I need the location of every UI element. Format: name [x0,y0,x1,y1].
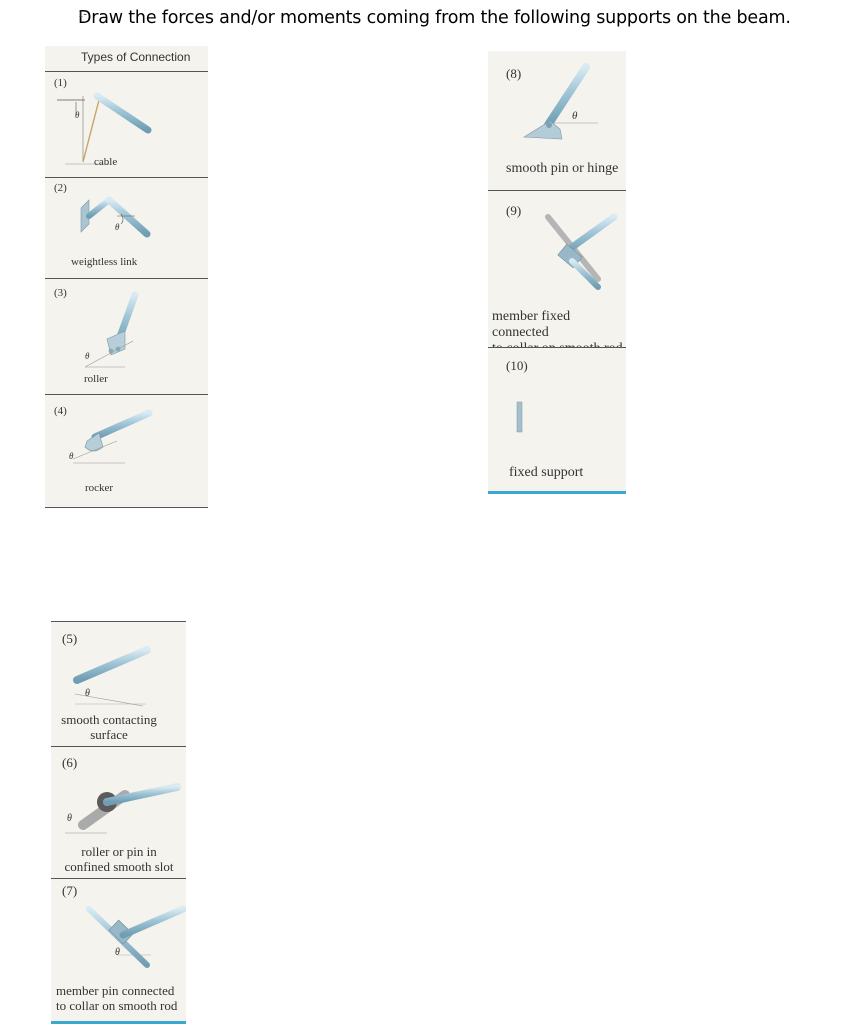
fixed-collar-illustration [545,213,618,290]
connection-number: (4) [54,405,67,417]
connection-caption: roller or pin in confined smooth slot [64,844,174,874]
connection-number: (5) [62,631,78,646]
smooth-pin-illustration [523,63,598,140]
connection-caption: rocker [85,482,114,494]
connection-number: (6) [62,755,78,770]
theta-label: θ [85,688,90,699]
connection-smooth-pin: (8) θ smooth pin or hinge [488,51,626,191]
connection-smooth-surface: (5) θ smooth contacting surface [51,622,186,747]
connection-fixed-support: (10) fixed support [488,348,626,494]
connection-confined-slot: (6) θ roller or pin in confined smooth s… [51,747,186,879]
theta-label: θ [67,813,72,824]
connection-caption: member fixed connected to collar on smoo… [492,309,623,347]
smooth-surface-illustration [73,646,151,707]
question-heading: 1-Draw the forces and/or moments coming … [78,8,791,28]
connection-caption: fixed support [509,465,584,480]
cable-illustration [57,92,152,165]
weightless-link-illustration [80,196,151,238]
connection-number: (2) [54,182,67,194]
roller-illustration [84,291,139,368]
theta-label: θ [115,222,120,232]
connection-fixed-collar: (9) member fixed connected to collar on … [488,191,626,348]
connection-panel-top-left: Types of Connection (1) θ cable (2) θ we… [45,46,208,508]
connection-number: (3) [54,287,67,299]
confined-slot-illustration [65,783,181,834]
connection-number: (9) [506,203,522,218]
connection-caption: cable [94,156,118,168]
connection-number: (8) [506,66,522,81]
connection-panel-bottom-left: (5) θ smooth contacting surface (6) θ ro… [51,621,186,1024]
connection-panel-right: (8) θ smooth pin or hinge (9) member fix… [488,51,626,494]
rocker-illustration [72,409,153,464]
table-title: Types of Connection [81,50,191,64]
connection-number: (10) [506,358,528,373]
question-text: Draw the forces and/or moments coming fr… [78,8,791,28]
connection-number: (1) [54,77,67,89]
connection-weightless-link: (2) θ weightless link [45,178,208,279]
connection-caption: smooth pin or hinge [506,161,619,176]
connection-caption: smooth contacting surface [61,712,157,742]
pin-collar-illustration [86,905,186,968]
question-number: 1- [78,8,87,20]
connection-rocker: (4) θ rocker [45,395,208,508]
connection-caption: roller [84,373,108,385]
connection-caption: member pin connected to collar on smooth… [56,983,178,1013]
theta-label: θ [115,947,120,958]
theta-label: θ [85,351,90,361]
fixed-support-illustration [516,401,568,433]
connection-cable: (1) θ cable [45,72,208,178]
theta-label: θ [572,110,578,122]
theta-label: θ [75,110,80,120]
connection-number: (7) [62,883,78,898]
theta-label: θ [69,451,74,461]
connection-caption: weightless link [71,256,138,268]
connection-pin-collar: (7) θ member pin connected to collar on … [51,879,186,1024]
connection-roller: (3) θ roller [45,279,208,395]
